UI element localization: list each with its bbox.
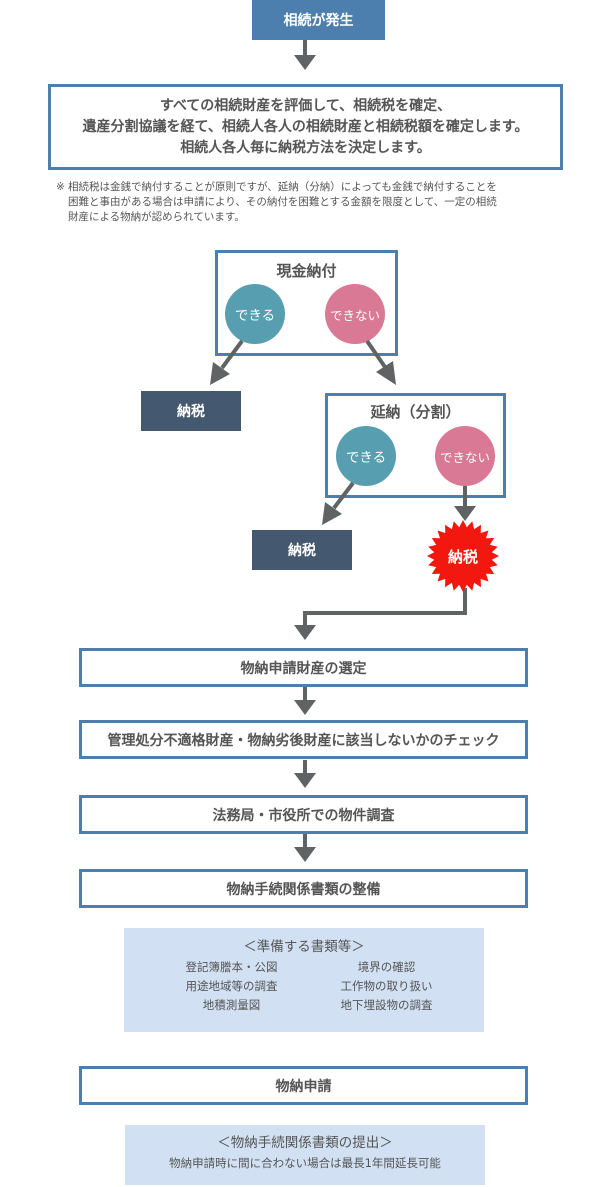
documents-title: ＜準備する書類等＞	[243, 939, 365, 955]
deferred-can-label: できる	[345, 450, 387, 466]
step-check-ineligible: 管理処分不適格財産・物納劣後財産に該当しないかのチェック	[79, 720, 528, 759]
submission-title: ＜物納手続関係書類の提出＞	[217, 1135, 393, 1151]
cash-cannot-label: できない	[329, 307, 380, 323]
pay-tax-box-deferred: 納税	[252, 530, 352, 570]
step-label: 物納申請	[275, 1078, 332, 1095]
main-line-2: 遺産分割協議を経て、相続人各人の相続財産と相続税額を確定します。	[82, 118, 529, 135]
cash-can-circle: できる	[225, 284, 285, 344]
step-prepare-documents: 物納手続関係書類の整備	[79, 869, 528, 908]
deferred-can-circle: できる	[336, 426, 396, 486]
doc-item: 登記簿謄本・公図	[185, 960, 278, 974]
doc-item: 境界の確認	[357, 960, 416, 974]
arrow-down-icon	[294, 687, 316, 715]
step-property-survey: 法務局・市役所での物件調査	[79, 795, 528, 834]
note-line-3: 財産による物納が認められています。	[68, 211, 245, 223]
tax-determination-box: すべての相続財産を評価して、相続税を確定、 遺産分割協議を経て、相続人各人の相続…	[48, 84, 563, 170]
step-select-property: 物納申請財産の選定	[79, 648, 528, 687]
submission-note: 物納申請時に間に合わない場合は最長1年間延長可能	[169, 1156, 441, 1170]
deferred-cannot-circle: できない	[435, 426, 495, 486]
step-label: 管理処分不適格財産・物納劣後財産に該当しないかのチェック	[107, 732, 500, 749]
start-inheritance-box: 相続が発生	[252, 0, 385, 40]
pay-tax-label-deferred: 納税	[288, 543, 316, 559]
submission-info-box: ＜物納手続関係書類の提出＞ 物納申請時に間に合わない場合は最長1年間延長可能	[125, 1125, 485, 1185]
doc-item: 地下埋設物の調査	[340, 998, 433, 1012]
deferred-payment-title: 延納（分割）	[370, 403, 461, 421]
documents-info-box: ＜準備する書類等＞ 登記簿謄本・公図 境界の確認 用途地域等の調査 工作物の取り…	[124, 928, 484, 1032]
main-line-1: すべての相続財産を評価して、相続税を確定、	[159, 97, 452, 114]
step-apply-in-kind: 物納申請	[79, 1066, 528, 1105]
deferred-cannot-label: できない	[439, 449, 490, 465]
cash-can-label: できる	[234, 308, 276, 324]
doc-item: 工作物の取り扱い	[340, 979, 433, 993]
pay-tax-box-cash: 納税	[141, 391, 241, 431]
doc-item: 用途地域等の調査	[185, 979, 278, 993]
elbow-arrow-icon	[294, 588, 467, 640]
arrow-down-icon	[294, 834, 316, 862]
doc-item: 地積測量図	[202, 998, 261, 1012]
note-text: ※ 相続税は金銭で納付することが原則ですが、延納（分納）によっても金銭で納付する…	[56, 180, 556, 225]
note-line-1: 相続税は金銭で納付することが原則ですが、延納（分納）によっても金銭で納付すること…	[68, 181, 497, 193]
start-label: 相続が発生	[283, 13, 354, 29]
step-label: 物納申請財産の選定	[240, 660, 367, 677]
arrow-down-icon	[294, 40, 316, 70]
cash-payment-title: 現金納付	[276, 262, 337, 280]
pay-tax-label-cash: 納税	[177, 404, 205, 420]
pay-tax-starburst-label: 納税	[447, 547, 478, 566]
note-line-2: 困難と事由がある場合は申請により、その納付を困難とする金額を限度として、一定の相…	[68, 196, 497, 208]
step-label: 法務局・市役所での物件調査	[212, 807, 395, 824]
main-line-3: 相続人各人毎に納税方法を決定します。	[180, 139, 431, 156]
cash-cannot-circle: できない	[325, 284, 385, 344]
step-label: 物納手続関係書類の整備	[226, 881, 381, 898]
note-mark: ※	[56, 181, 65, 193]
arrow-down-icon	[294, 760, 316, 788]
